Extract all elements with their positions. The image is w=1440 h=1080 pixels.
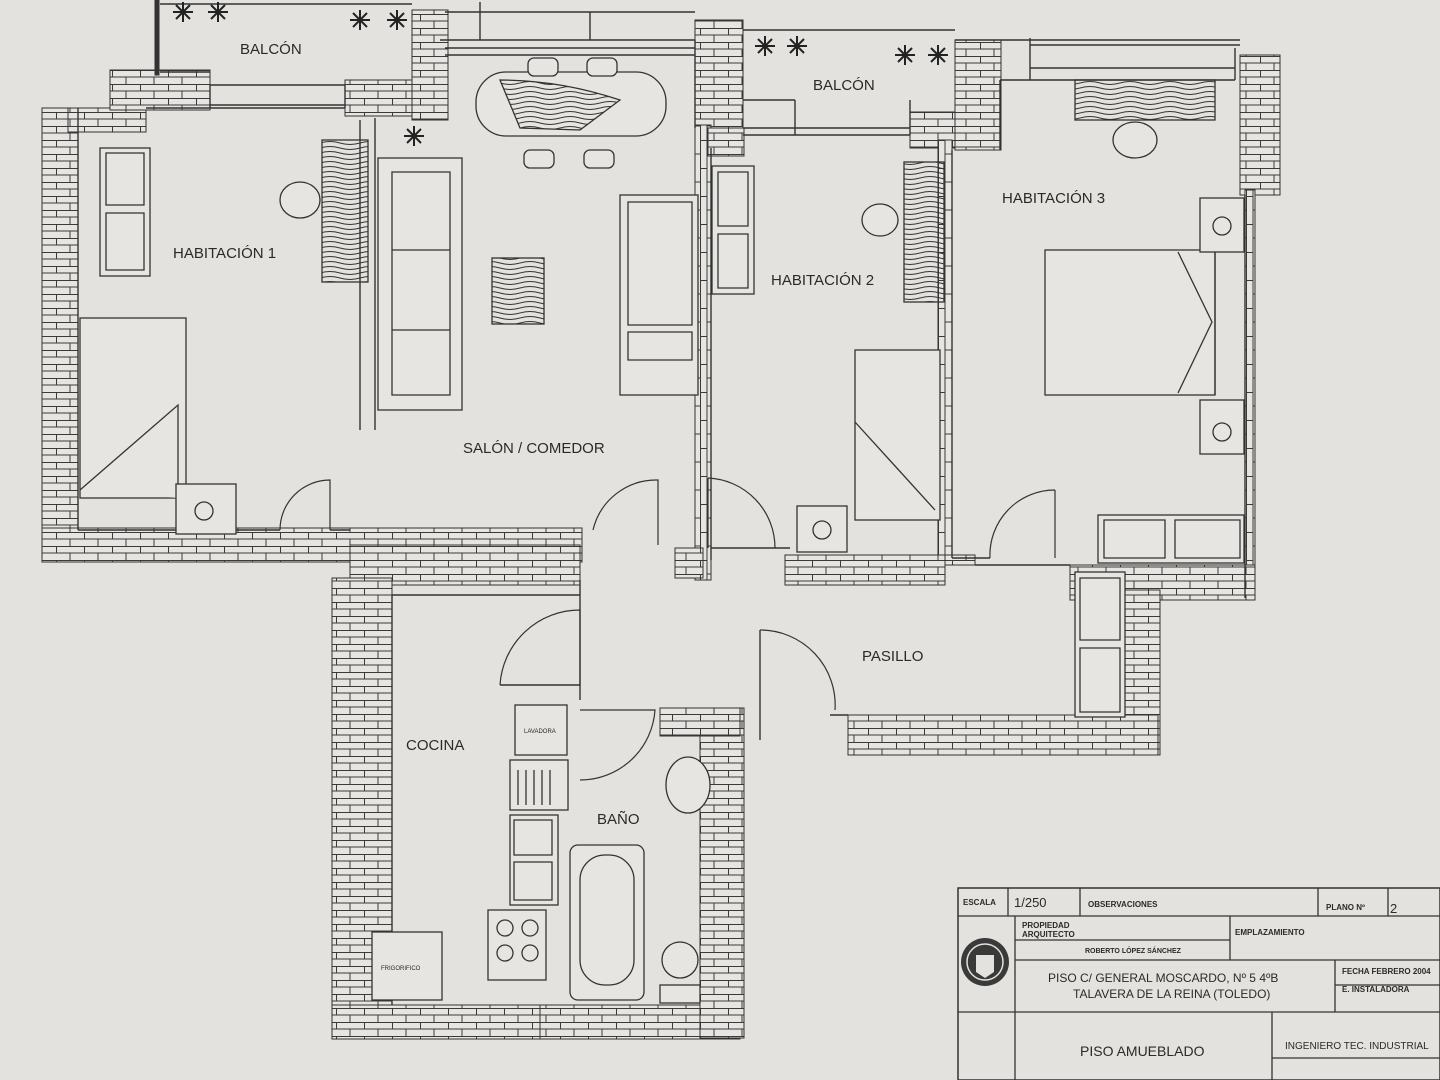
plan-title: PISO AMUEBLADO xyxy=(1080,1043,1205,1059)
plant-icon xyxy=(787,36,807,56)
bed-hab2 xyxy=(854,349,941,521)
plano-value: 2 xyxy=(1390,901,1397,916)
observaciones-label: OBSERVACIONES xyxy=(1088,900,1158,909)
doors xyxy=(279,477,1056,781)
plano-label: PLANO Nº xyxy=(1326,903,1365,912)
title-block: ESCALA 1/250 OBSERVACIONES PLANO Nº 2 PR… xyxy=(957,887,1440,1080)
seal-icon xyxy=(961,938,1009,986)
plant-icon xyxy=(173,2,193,22)
escala-value: 1/250 xyxy=(1014,895,1047,910)
desk-hab2 xyxy=(903,161,945,303)
arquitecto-name: ROBERTO LÓPEZ SÁNCHEZ xyxy=(1085,946,1182,955)
door-bano xyxy=(579,709,656,781)
door-pasillo xyxy=(759,629,836,711)
washbasin xyxy=(665,756,711,814)
stove xyxy=(487,909,547,981)
appliance-label-frigorifico: FRIGORIFICO xyxy=(381,966,421,972)
plant-icon xyxy=(404,126,424,146)
propiedad-label: PROPIEDAD xyxy=(1022,921,1070,930)
door-hab2 xyxy=(707,477,776,549)
emplazamiento-label: EMPLAZAMIENTO xyxy=(1235,928,1305,937)
escala-label: ESCALA xyxy=(963,898,996,907)
engineer-label: INGENIERO TEC. INDUSTRIAL xyxy=(1285,1041,1429,1052)
chair-hab3 xyxy=(1112,121,1158,159)
address-line-2: TALAVERA DE LA REINA (TOLEDO) xyxy=(1073,987,1270,1001)
counter-sink xyxy=(509,759,569,811)
room-label-cocina: COCINA xyxy=(406,737,464,754)
walls xyxy=(41,0,1281,1040)
washing-machine xyxy=(514,704,568,756)
fecha: FECHA FEBRERO 2004 xyxy=(1342,967,1431,976)
fridge xyxy=(371,931,443,1001)
plant-icon xyxy=(895,45,915,65)
appliance-label-lavadora: LAVADORA xyxy=(524,729,556,735)
room-label-bano: BAÑO xyxy=(597,811,640,828)
room-label-salon: SALÓN / COMEDOR xyxy=(463,440,605,457)
instaladora-label: E. INSTALADORA xyxy=(1342,985,1410,994)
furniture xyxy=(79,57,1245,1004)
chair-hab2 xyxy=(861,203,899,237)
toilet xyxy=(661,941,699,979)
arquitecto-label: ARQUITECTO xyxy=(1022,930,1075,939)
plant-icon xyxy=(387,10,407,30)
plant-icon xyxy=(350,10,370,30)
nightstand-hab3-b xyxy=(1199,399,1245,455)
door-salon xyxy=(592,479,659,545)
coffee-table xyxy=(491,257,545,325)
room-label-habitacion-3: HABITACIÓN 3 xyxy=(1002,190,1105,207)
room-label-pasillo: PASILLO xyxy=(862,648,923,665)
door-hab1 xyxy=(279,479,331,531)
address-line-1: PISO C/ GENERAL MOSCARDO, Nº 5 4ºB xyxy=(1048,971,1278,985)
plant-icon xyxy=(928,45,948,65)
room-labels: BALCÓN BALCÓN HABITACIÓN 1 HABITACIÓN 2 … xyxy=(173,41,1105,972)
room-label-balcon-2: BALCÓN xyxy=(813,77,875,94)
chair-hab1 xyxy=(279,181,321,219)
desk-hab1 xyxy=(321,139,369,283)
plant-icon xyxy=(208,2,228,22)
room-label-balcon-1: BALCÓN xyxy=(240,41,302,58)
room-label-habitacion-2: HABITACIÓN 2 xyxy=(771,272,874,289)
door-hab3 xyxy=(989,489,1056,559)
room-label-habitacion-1: HABITACIÓN 1 xyxy=(173,245,276,262)
plants xyxy=(173,2,948,146)
desk-hab3 xyxy=(1074,79,1216,121)
plant-icon xyxy=(755,36,775,56)
door-cocina xyxy=(499,609,581,686)
